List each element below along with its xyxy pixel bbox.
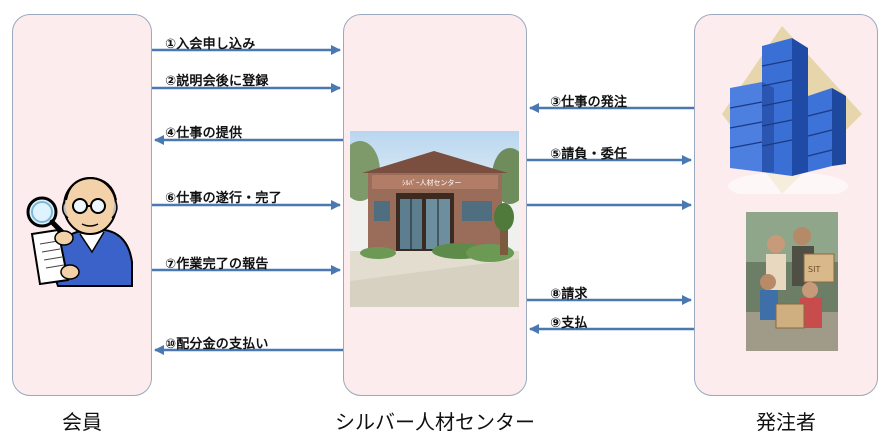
center-building-photo: ｼﾙﾊﾞｰ人材センター	[350, 131, 519, 307]
office-building-icon	[722, 26, 862, 200]
step10-label: ⑩配分金の支払い	[165, 337, 269, 352]
signboard-text: ｼﾙﾊﾞｰ人材センター	[402, 178, 462, 187]
family-box-text: SIT	[808, 265, 820, 274]
step3-label: ③仕事の発注	[550, 95, 628, 110]
member-label: 会員	[62, 410, 102, 434]
step8-label: ⑧請求	[550, 287, 588, 302]
step7-label: ⑦作業完了の報告	[165, 257, 269, 272]
step2-label: ②説明会後に登録	[165, 74, 269, 89]
elderly-man-icon	[20, 172, 140, 292]
step9-label: ⑨支払	[550, 316, 588, 331]
step6-label: ⑥仕事の遂行・完了	[165, 191, 282, 206]
client-label: 発注者	[756, 410, 816, 434]
step4-label: ④仕事の提供	[165, 126, 243, 141]
family-photo: SIT	[746, 212, 838, 351]
step5-label: ⑤請負・委任	[550, 147, 628, 162]
step1-label: ①入会申し込み	[165, 37, 256, 52]
center-label: シルバー人材センター	[335, 410, 535, 434]
